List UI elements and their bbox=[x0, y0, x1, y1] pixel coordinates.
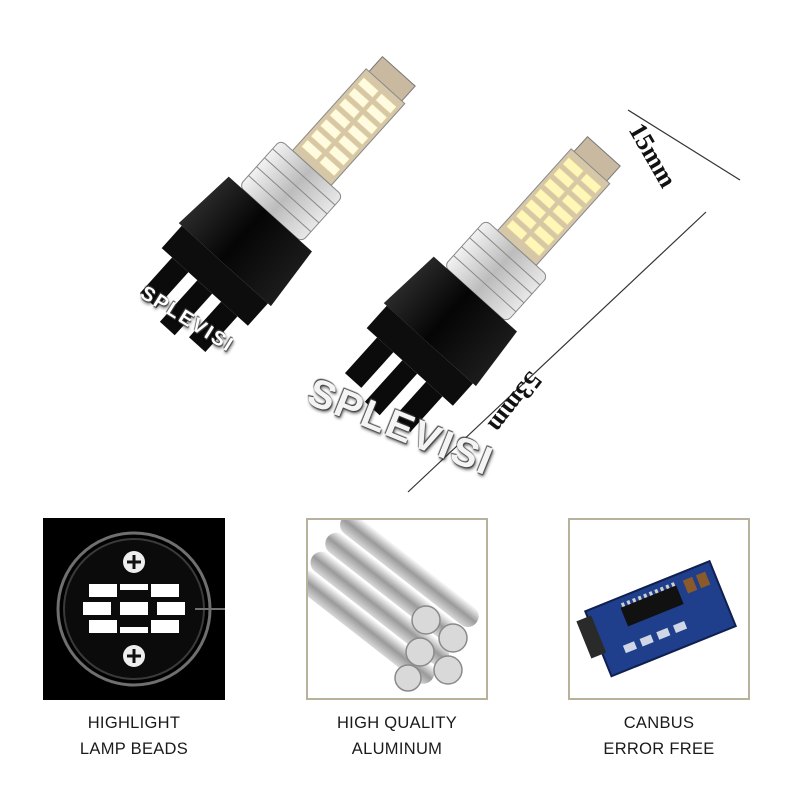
canbus-decoder-icon bbox=[568, 518, 750, 700]
feature-3-line-2: ERROR FREE bbox=[603, 740, 715, 758]
led-bulb-left bbox=[139, 55, 416, 352]
feature-1-line-2: LAMP BEADS bbox=[79, 740, 189, 758]
led-lamp-beads-icon bbox=[43, 518, 225, 700]
led-bulbs-illustration bbox=[139, 55, 741, 493]
feature-canbus: CANBUS ERROR FREE bbox=[568, 518, 750, 762]
feature-aluminum: HIGH QUALITY ALUMINUM bbox=[306, 518, 488, 762]
led-bulb-right bbox=[344, 135, 621, 432]
dimension-line-width bbox=[627, 109, 741, 181]
product-hero: 15mm 53mm SPLEVISI SPLEVISI bbox=[136, 55, 741, 493]
aluminum-rods-icon bbox=[306, 518, 488, 700]
feature-1-line-1: HIGHLIGHT bbox=[87, 714, 181, 732]
feature-2-line-1: HIGH QUALITY bbox=[336, 714, 458, 732]
feature-3-line-1: CANBUS bbox=[623, 714, 695, 732]
feature-lamp-beads: HIGHLIGHT LAMP BEADS bbox=[43, 518, 225, 762]
feature-2-line-2: ALUMINUM bbox=[351, 740, 443, 758]
dimension-line-length bbox=[407, 211, 707, 493]
